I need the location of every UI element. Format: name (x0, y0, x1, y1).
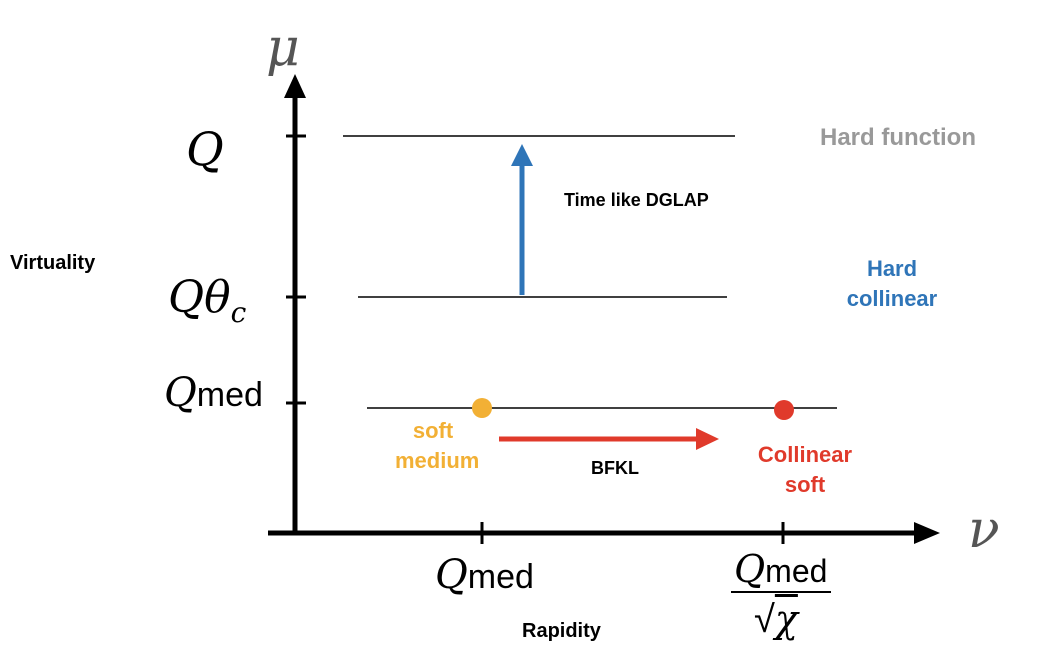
x-axis-arrowhead (914, 522, 940, 544)
time-like-dglap-label: Time like DGLAP (564, 190, 709, 210)
soft-medium-label: soft medium (395, 418, 480, 473)
hard-function-label: Hard function (820, 124, 976, 151)
y-axis-symbol: μ (266, 18, 300, 78)
y-axis-arrowhead (284, 74, 306, 98)
bfkl-arrowhead (696, 428, 719, 450)
x-axis-symbol: ν (968, 500, 1000, 560)
y-tick-label-qtheta: Qθc (168, 272, 247, 329)
y-tick-label-q: Q (186, 122, 224, 176)
collinear-soft-dot (774, 400, 794, 420)
x-tick-label-fraction-denominator: √χ (754, 597, 798, 641)
bfkl-label: BFKL (591, 458, 639, 478)
x-tick-label-qmed: Qmed (435, 552, 534, 598)
soft-medium-dot (472, 398, 492, 418)
dglap-arrowhead (511, 144, 533, 166)
collinear-soft-label: Collinear soft (757, 442, 853, 497)
hard-collinear-label: Hard collinear (846, 256, 938, 311)
x-axis-title: Rapidity (522, 620, 601, 642)
y-axis-title: Virtuality (10, 252, 96, 274)
y-tick-label-qmed: Qmed (164, 370, 263, 416)
x-tick-label-fraction-numerator: Qmed (734, 547, 828, 591)
